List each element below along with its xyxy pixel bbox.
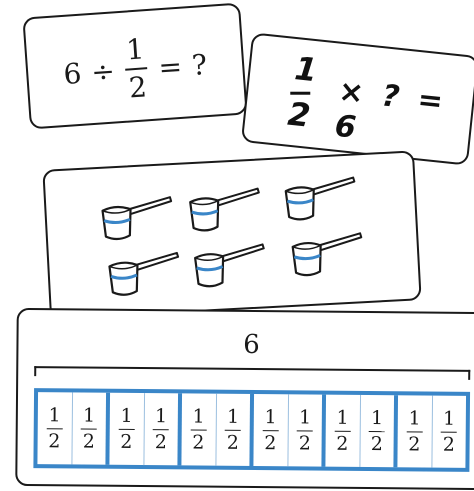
half-denominator: 2 <box>443 435 455 454</box>
fraction-bar <box>46 428 62 429</box>
half-denominator: 2 <box>227 433 239 452</box>
multiplication-equation-card: 1 2 × ? = 6 <box>241 32 474 165</box>
half-denominator: 2 <box>264 434 276 453</box>
division-equation-card: 6 ÷ 1 2 = ? <box>22 3 247 130</box>
divisor-fraction: 1 2 <box>123 35 150 102</box>
handwritten-denominator: 2 <box>286 95 312 135</box>
half-denominator: 2 <box>48 432 60 451</box>
fraction-bar <box>406 431 422 432</box>
fraction-bar <box>118 428 134 429</box>
scoop-icon <box>98 193 181 247</box>
whole-bracket <box>34 366 470 380</box>
half-numerator: 1 <box>408 409 420 428</box>
half-denominator: 2 <box>371 435 383 454</box>
half-numerator: 1 <box>120 406 132 425</box>
scoops-grid <box>44 152 411 171</box>
scoops-card <box>42 150 421 319</box>
fraction-bar <box>334 430 350 431</box>
half-denominator: 2 <box>120 432 132 451</box>
half-numerator: 1 <box>371 409 383 428</box>
fraction-bar <box>441 431 457 432</box>
handwritten-numerator: 1 <box>293 49 319 89</box>
half-denominator: 2 <box>299 434 311 453</box>
half-numerator: 1 <box>336 408 348 427</box>
half-denominator: 2 <box>336 434 348 453</box>
fraction-bar <box>225 429 241 430</box>
fraction-bar <box>297 430 313 431</box>
half-denominator: 2 <box>155 433 167 452</box>
fraction-bar <box>369 431 385 432</box>
scoop-icon <box>185 184 268 238</box>
half-denominator: 2 <box>192 433 204 452</box>
fraction-bar <box>153 429 169 430</box>
half-denominator: 2 <box>83 432 95 451</box>
scoop-icon <box>281 173 364 227</box>
scoop-icon <box>190 240 273 294</box>
handwritten-equation-rest: × ? = 6 <box>333 74 474 158</box>
half-numerator: 1 <box>48 406 60 425</box>
divisor-numerator: 1 <box>125 35 145 64</box>
divisor-denominator: 2 <box>128 73 148 102</box>
equals-sign: = <box>157 49 183 84</box>
half-numerator: 1 <box>83 406 95 425</box>
unknown-mark: ? <box>191 48 208 82</box>
half-numerator: 1 <box>264 408 276 427</box>
half-numerator: 1 <box>443 409 455 428</box>
half-numerator: 1 <box>227 407 239 426</box>
dividend: 6 <box>62 56 82 90</box>
scoop-icon <box>105 248 188 302</box>
scoop-icon <box>288 229 371 283</box>
whole-label: 6 <box>18 328 474 362</box>
half-denominator: 2 <box>408 435 420 454</box>
fraction-bar <box>262 430 278 431</box>
fraction-bar <box>190 429 206 430</box>
division-equation: 6 ÷ 1 2 = ? <box>26 29 244 110</box>
fraction-bar <box>81 428 97 429</box>
divide-sign: ÷ <box>90 54 116 89</box>
half-numerator: 1 <box>192 407 204 426</box>
half-numerator: 1 <box>299 408 311 427</box>
half-numerator: 1 <box>155 407 167 426</box>
